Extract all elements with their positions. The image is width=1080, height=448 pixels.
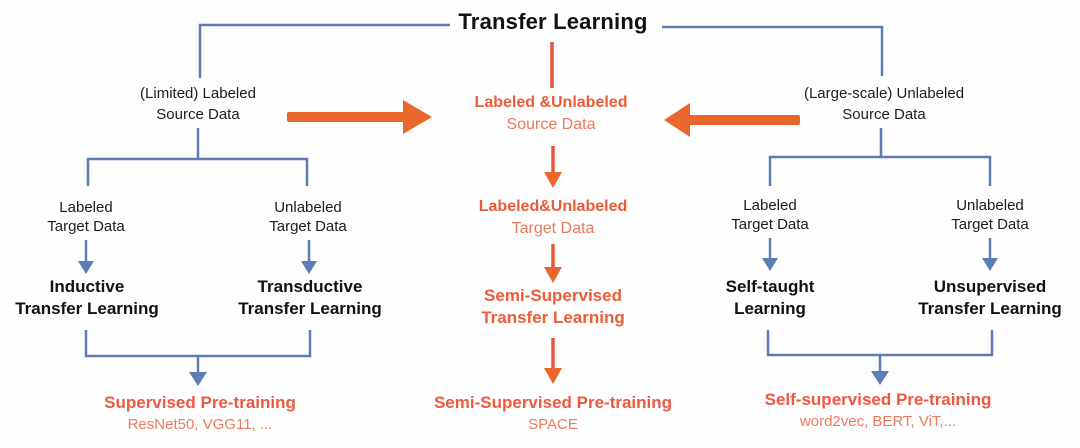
center-arrow-source-to-target	[544, 146, 562, 188]
center-target-label: Labeled&Unlabeled Target Data	[479, 196, 627, 240]
right-method1-label: Self-taught Learning	[726, 276, 815, 320]
right-merge-bracket	[766, 330, 994, 357]
label-line: Labeled &Unlabeled	[474, 94, 628, 111]
label-line: Target Data	[269, 218, 347, 235]
outcome-heading: Supervised Pre-training	[104, 393, 296, 412]
label-line: Transfer Learning	[481, 308, 625, 327]
left-branch2-arrow	[301, 240, 317, 274]
label-line: Labeled	[59, 199, 113, 216]
label-line: Target Data	[47, 218, 125, 235]
right-branch1-label: Labeled Target Data	[731, 196, 809, 234]
top-right-connector	[662, 25, 884, 76]
left-merge-arrow	[189, 356, 207, 386]
left-source-label: (Limited) Labeled Source Data	[140, 83, 256, 125]
left-method2-label: Transductive Transfer Learning	[238, 276, 382, 320]
label-line: Target Data	[731, 216, 809, 233]
label-line: Target Data	[951, 216, 1029, 233]
label-line: (Limited) Labeled	[140, 85, 256, 102]
label-line: Unlabeled	[274, 199, 342, 216]
outcome-heading: Semi-Supervised Pre-training	[433, 393, 673, 412]
outcome-examples: ResNet50, VGG11, ...	[127, 416, 273, 433]
outcome-heading: Self-supervised Pre-training	[764, 390, 992, 409]
label-line: Learning	[734, 299, 806, 318]
left-method1-label: Inductive Transfer Learning	[15, 276, 159, 320]
left-branch1-arrow	[78, 240, 94, 274]
center-method-label: Semi-Supervised Transfer Learning	[481, 285, 625, 329]
left-big-arrow	[287, 100, 432, 134]
right-outcome: Self-supervised Pre-training word2vec, B…	[765, 389, 992, 433]
label-line: Unlabeled	[956, 197, 1024, 214]
label-line: Transfer Learning	[238, 299, 382, 318]
right-method2-label: Unsupervised Transfer Learning	[918, 276, 1062, 320]
label-line: Inductive	[49, 277, 125, 296]
left-merge-bracket	[84, 330, 312, 358]
diagram-title: Transfer Learning	[458, 9, 648, 34]
right-branch2-label: Unlabeled Target Data	[951, 196, 1029, 234]
right-branch2-arrow	[982, 238, 998, 271]
outcome-examples: SPACE	[528, 416, 578, 433]
center-arrow-target-to-method	[544, 244, 562, 283]
label-line: (Large-scale) Unlabeled	[803, 85, 965, 102]
left-branch2-label: Unlabeled Target Data	[269, 198, 347, 236]
label-line: Semi-Supervised	[484, 286, 622, 305]
right-big-arrow	[664, 103, 800, 137]
left-outcome: Supervised Pre-training ResNet50, VGG11,…	[104, 392, 296, 436]
right-source-label: (Large-scale) Unlabeled Source Data	[804, 83, 964, 125]
right-branch-bracket	[768, 155, 992, 186]
label-line: Self-taught	[725, 277, 815, 296]
label-line: Unsupervised	[933, 277, 1047, 296]
label-line: Transductive	[257, 277, 363, 296]
center-source-label: Labeled &Unlabeled Source Data	[475, 92, 628, 136]
label-line: Labeled&Unlabeled	[478, 198, 628, 215]
left-branch-bracket	[86, 157, 309, 186]
label-line: Source Data	[506, 116, 596, 133]
right-merge-arrow	[871, 355, 889, 385]
left-branch1-label: Labeled Target Data	[47, 198, 125, 236]
top-left-connector	[198, 23, 450, 78]
outcome-examples: word2vec, BERT, ViT,...	[799, 413, 957, 430]
label-line: Labeled	[743, 197, 797, 214]
label-line: Source Data	[156, 106, 240, 123]
right-branch1-arrow	[762, 238, 778, 271]
label-line: Target Data	[511, 220, 595, 237]
label-line: Transfer Learning	[918, 299, 1062, 318]
label-line: Transfer Learning	[15, 299, 159, 318]
label-line: Source Data	[842, 106, 926, 123]
center-outcome: Semi-Supervised Pre-training SPACE	[434, 392, 672, 436]
center-arrow-method-to-outcome	[544, 338, 562, 384]
